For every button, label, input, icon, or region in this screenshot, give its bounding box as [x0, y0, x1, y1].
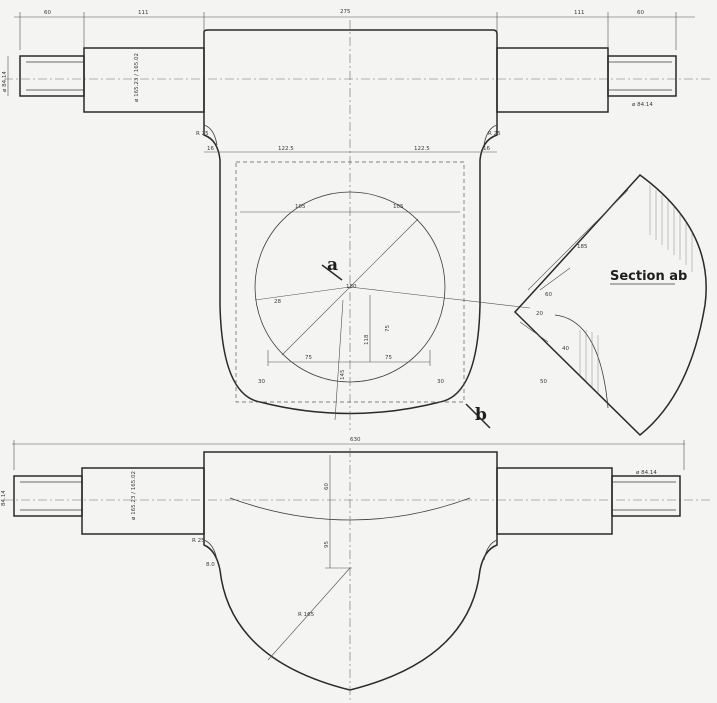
sec-dim-40: 40 [562, 346, 569, 352]
radius-right: 105 [393, 204, 404, 210]
section-title: Section ab [610, 269, 687, 284]
front-left-journal-dia: ø 165.23 / 165.02 [131, 471, 137, 520]
sec-dim-20: 20 [536, 311, 543, 317]
r-bottom-left: 30 [258, 379, 265, 385]
front-fillet-left: R 25 [192, 538, 205, 544]
r-bottom-right: 30 [437, 379, 444, 385]
front-right-end-dia: ø 84.14 [636, 470, 657, 476]
section-hatching [579, 185, 693, 405]
dim-top-right-end: 60 [637, 10, 644, 16]
left-end-dia: ø 84.14 [2, 71, 8, 92]
top-view: 60 111 275 111 60 ø 84.14 ø 165.23 / 165… [2, 9, 712, 430]
front-small-left: 8.0 [206, 562, 215, 568]
dim-75b: 75 [385, 355, 392, 361]
dim-overall: 630 [350, 437, 361, 443]
sec-dim-50: 50 [540, 379, 547, 385]
left-journal-dia: ø 165.23 / 165.02 [134, 53, 140, 102]
angle-label: 28 [274, 299, 281, 305]
right-end-dia: ø 84.14 [632, 102, 653, 108]
dim-small-right: 16 [483, 146, 490, 152]
dim-118: 118 [364, 334, 370, 345]
front-left-end-dia: 84.14 [1, 490, 7, 506]
front-dim-95: 95 [324, 541, 330, 548]
dim-75a: 75 [305, 355, 312, 361]
section-outline [513, 173, 707, 437]
cut-label-a: a [327, 255, 338, 275]
sec-dim-60: 60 [545, 292, 552, 298]
section-ab-view: Section ab 185 60 20 40 50 [513, 173, 707, 437]
dim-small-left: 16 [207, 146, 214, 152]
dim-half-left: 122.5 [278, 146, 294, 152]
sec-dim-185: 185 [577, 244, 588, 250]
fillet-left: R 25 [196, 131, 209, 137]
dim-top-left-journal: 111 [138, 10, 149, 16]
dim-76: 75 [385, 325, 391, 332]
front-radius-165: R 165 [298, 612, 315, 618]
front-view: 630 84.14 ø 165.23 / 165.02 ø 84.14 R 25… [1, 437, 712, 700]
front-dim-60: 60 [324, 483, 330, 490]
cut-label-b: b [475, 405, 487, 425]
fillet-right: R 25 [488, 131, 501, 137]
dim-top-left-end: 60 [44, 10, 51, 16]
radius-left: 105 [295, 204, 306, 210]
dim-top-right-journal: 111 [574, 10, 585, 16]
dim-half-right: 122.5 [414, 146, 430, 152]
dim-top-center: 275 [340, 9, 351, 15]
dim-145: 145 [340, 369, 346, 380]
